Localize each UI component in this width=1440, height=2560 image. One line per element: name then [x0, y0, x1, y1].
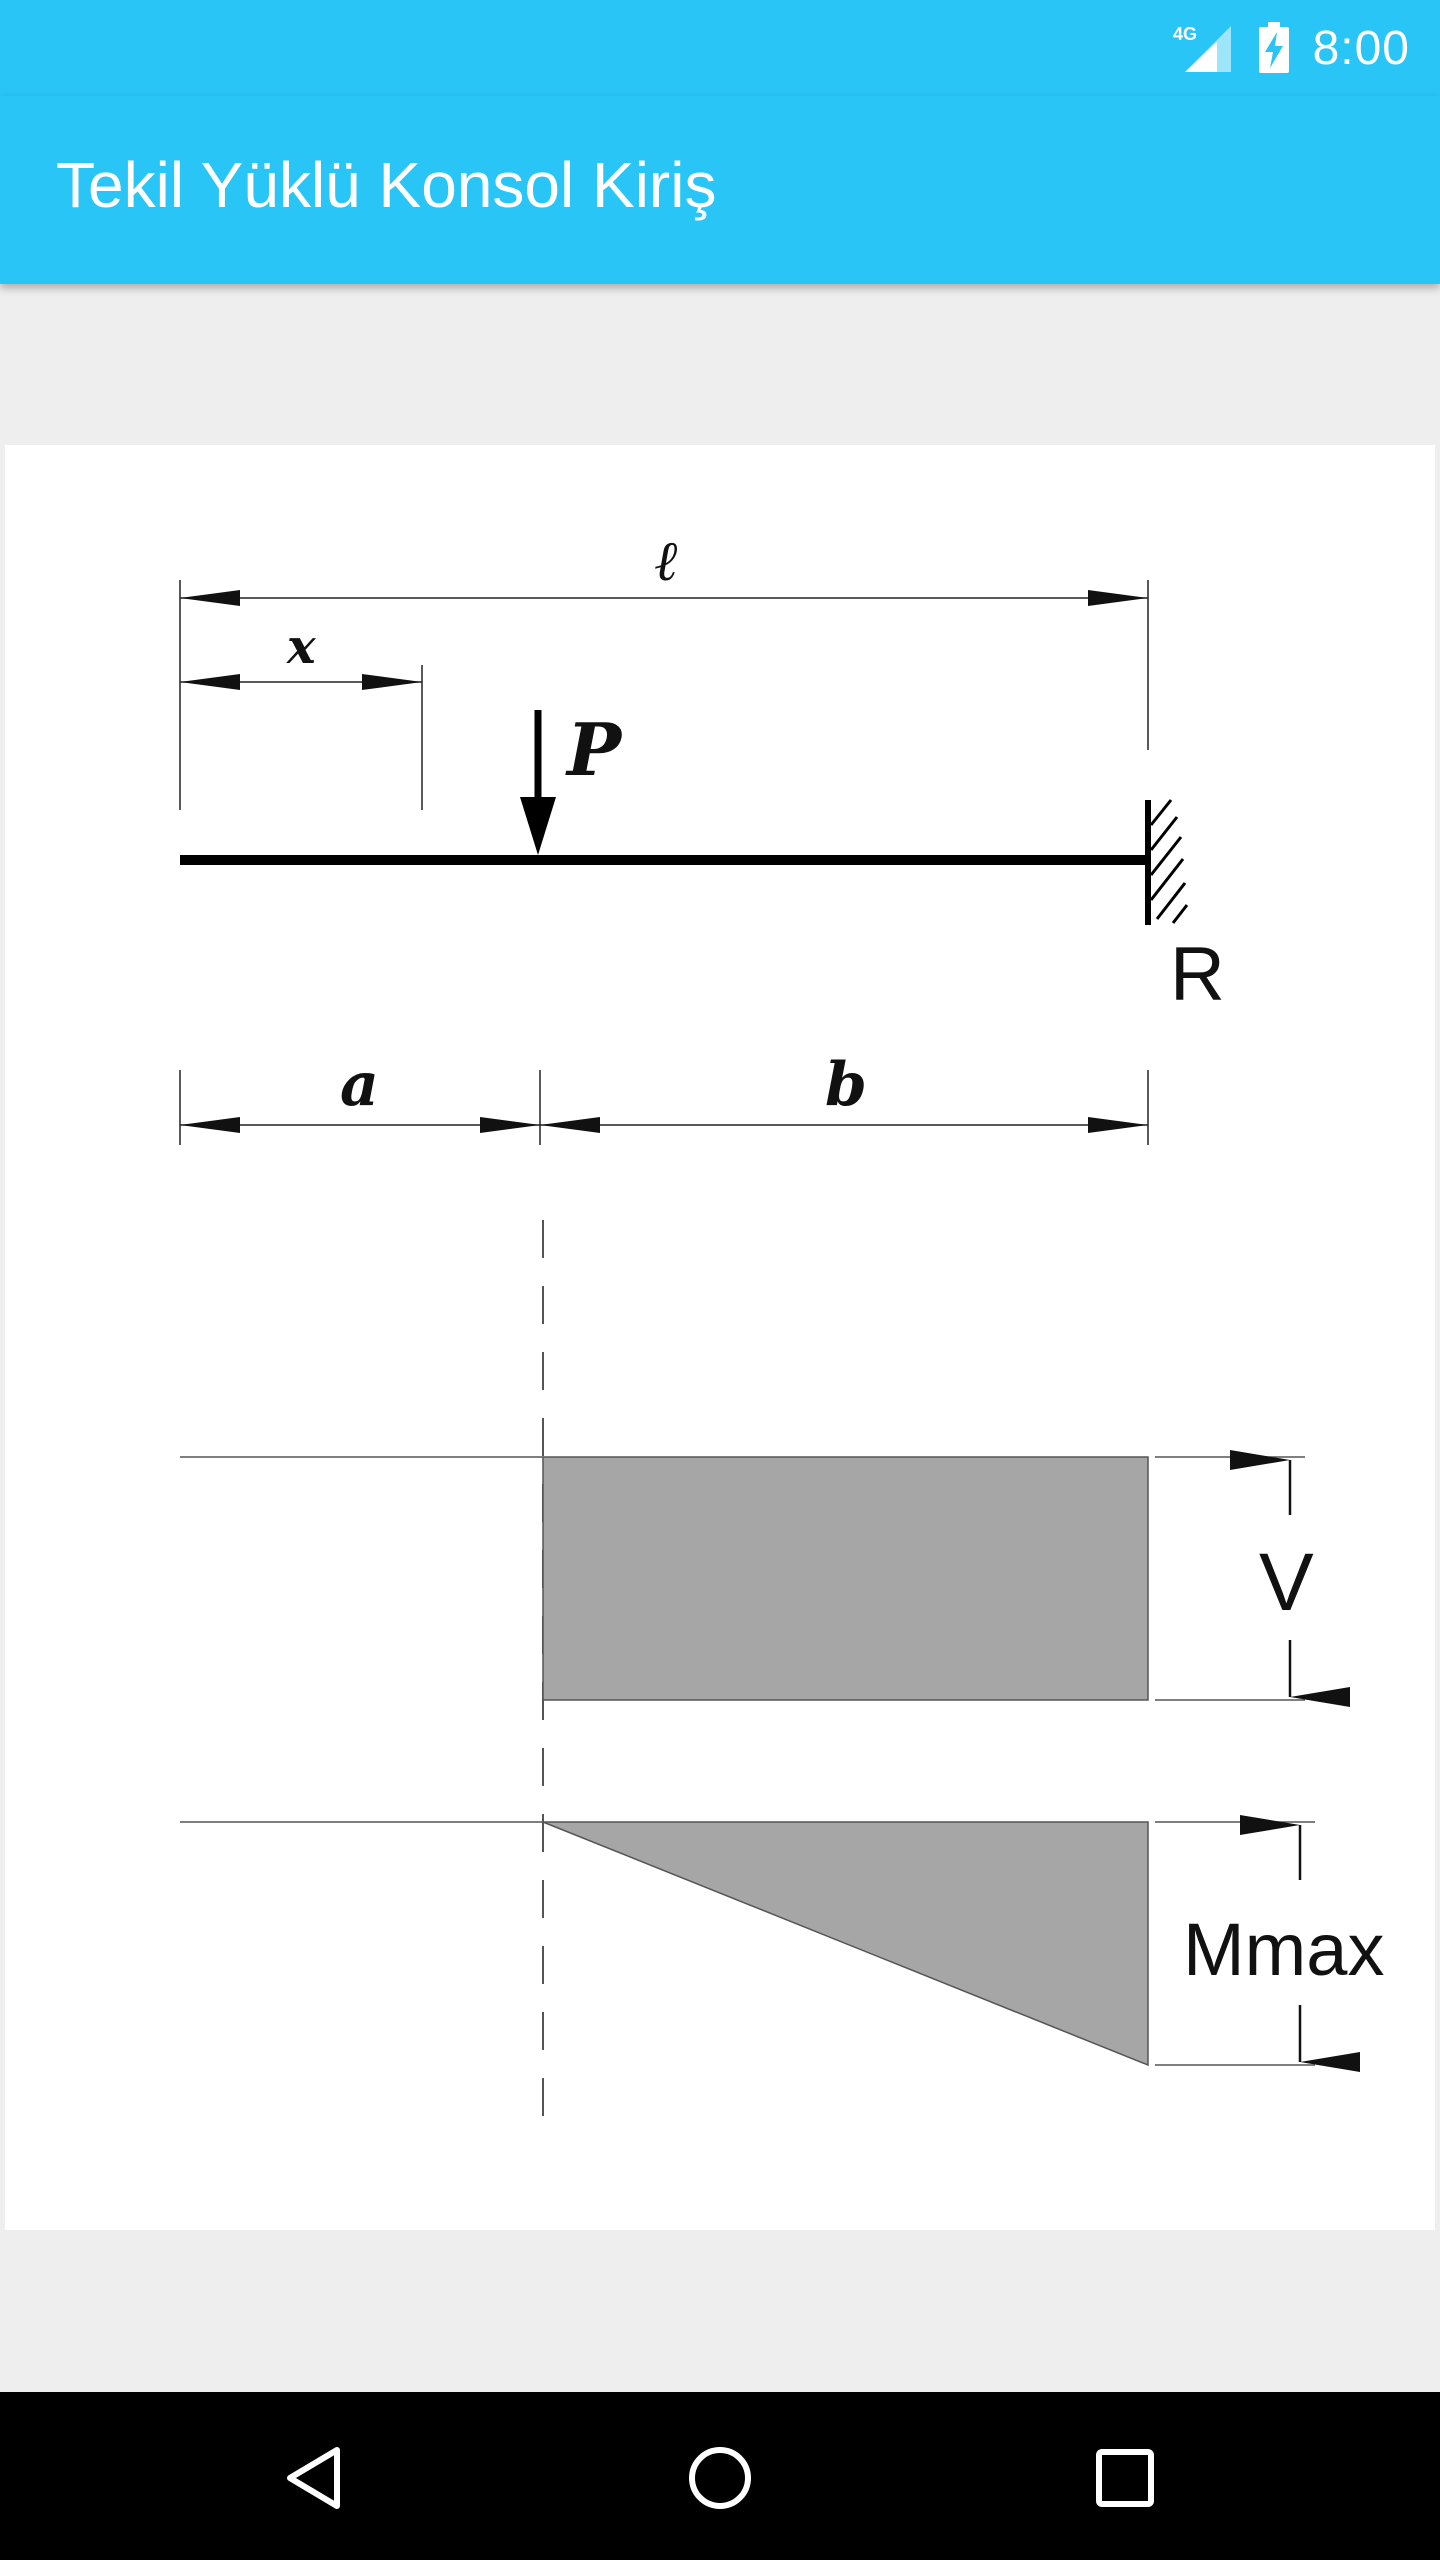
position-dimension: x: [180, 619, 423, 810]
segment-a-label: a: [340, 1050, 379, 1120]
network-type-label: 4G: [1173, 24, 1197, 44]
position-label: x: [286, 619, 317, 675]
shear-label: V: [1259, 1537, 1314, 1628]
reaction-label: R: [1170, 932, 1225, 1017]
moment-label: Mmax: [1183, 1908, 1384, 1991]
page-title: Tekil Yüklü Konsol Kiriş: [56, 149, 717, 221]
moment-diagram: Mmax: [180, 1815, 1384, 2072]
recents-icon[interactable]: [1075, 2428, 1175, 2528]
battery-charging-icon: [1257, 22, 1291, 74]
length-label: ℓ: [655, 528, 679, 594]
segment-dimensions: a b: [179, 1050, 1149, 1145]
signal-icon: 4G: [1173, 22, 1235, 74]
home-icon[interactable]: [670, 2428, 770, 2528]
cantilever-beam-diagram: ℓ x R P: [179, 528, 1384, 2120]
segment-b-label: b: [825, 1050, 867, 1120]
app-bar: Tekil Yüklü Konsol Kiriş: [0, 96, 1440, 284]
fixed-support-icon: [1145, 799, 1189, 925]
diagram-card: ℓ x R P: [5, 445, 1435, 2230]
shear-diagram: V: [180, 1450, 1350, 1707]
load-label: P: [565, 707, 623, 792]
point-load-arrow: P: [520, 707, 623, 855]
clock: 8:00: [1312, 21, 1410, 75]
status-bar: 4G 8:00: [0, 0, 1440, 96]
back-icon[interactable]: [265, 2428, 365, 2528]
navigation-bar: [0, 2392, 1440, 2560]
length-dimension: ℓ: [179, 528, 1149, 810]
